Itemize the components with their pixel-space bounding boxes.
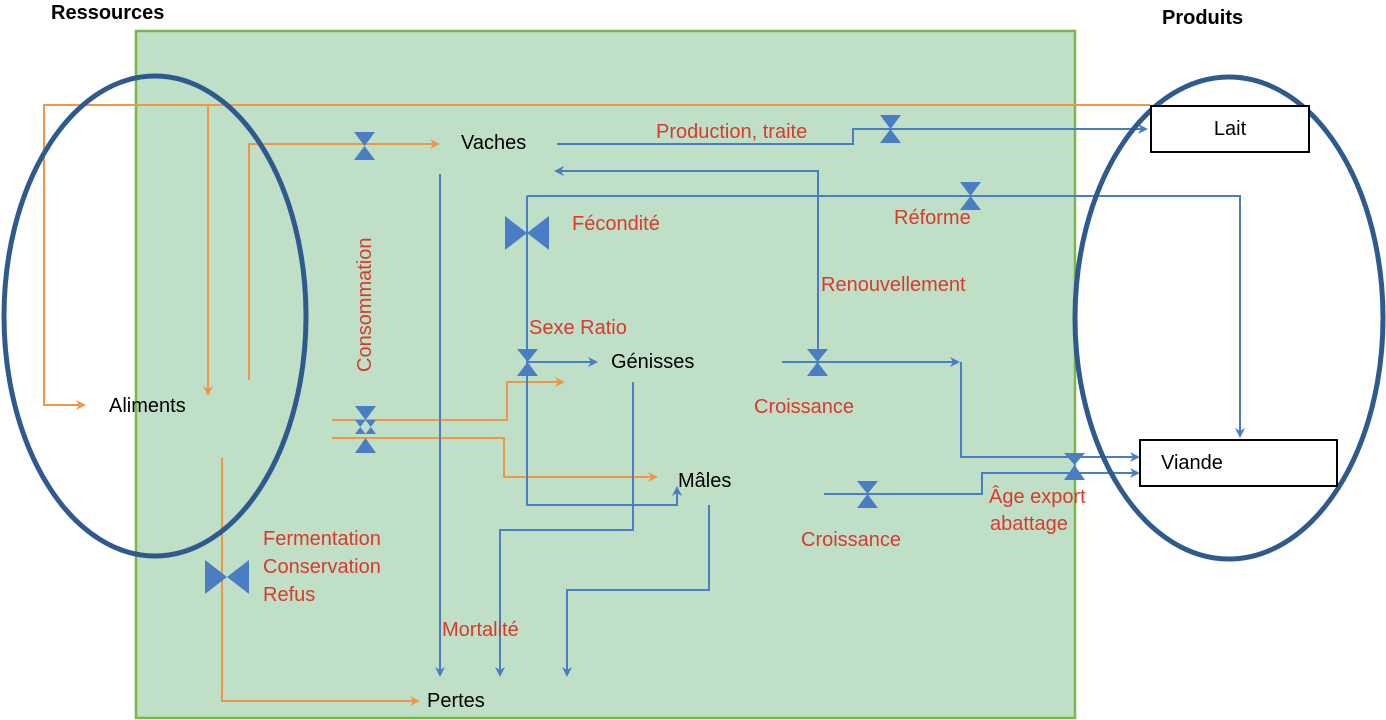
flow-renouvellement [554,166,819,356]
label-sexe-ratio: Sexe Ratio [529,317,627,339]
product-lait-label: Lait [1213,117,1247,140]
flow-aliments-to-pertes [221,458,420,706]
stock-males: Mâles [678,470,732,492]
label-age-export: Âge export [989,486,1086,508]
valve-consommation-icon [354,132,375,160]
product-viande-label: Viande [1161,451,1223,474]
valve-fermentation-icon [205,560,249,594]
flow-feed-genisses [332,377,565,421]
product-viande: Viande [1139,439,1338,487]
product-lait: Lait [1150,105,1310,153]
animal-flows [435,124,1245,677]
resource-flows [43,104,1150,706]
flow-products-to-aliments [43,104,1150,410]
valve-croissance-genisses-icon [807,349,828,376]
flow-aliments-to-vaches [248,139,440,380]
valve-age-export-icon [1064,453,1085,480]
flow-reforme [527,195,1245,438]
valve-feed-icon [355,406,376,453]
label-mortalite: Mortalité [442,619,519,641]
label-conservation: Conservation [263,556,381,578]
flow-vaches-to-lait [557,124,1148,145]
valve-croissance-males-icon [857,481,878,508]
label-croissance-genisses: Croissance [754,396,855,418]
flow-males-mortalite [562,505,710,677]
resources-header: Ressources [51,2,165,24]
label-croissance-males: Croissance [801,529,902,551]
products-ellipse [1072,74,1386,562]
system-boundary [134,29,1077,720]
label-fecondite: Fécondité [572,213,660,235]
stock-genisses: Génisses [611,351,695,373]
valves [205,115,1085,594]
stock-vaches: Vaches [461,132,527,154]
label-production: Production, traite [656,121,808,143]
label-refus: Refus [263,584,316,606]
label-consommation: Consommation [354,237,376,372]
stock-aliments: Aliments [109,395,186,417]
resources-ellipse [1,73,309,559]
valve-sexe-ratio-icon [517,349,538,376]
stock-pertes: Pertes [427,690,485,712]
label-reforme: Réforme [894,207,971,229]
valve-fecondite-icon [505,216,549,250]
valve-production-icon [880,115,901,143]
label-renouvellement: Renouvellement [821,274,966,296]
products-header: Produits [1162,7,1244,29]
flow-feed-males [332,437,658,482]
valve-reforme-icon [960,182,981,210]
flow-fecondite-to-males [526,362,682,506]
label-abattage: abattage [990,513,1068,535]
label-fermentation: Fermentation [263,528,381,550]
flow-males-croissance [824,468,1140,495]
flow-genisses-mortalite [495,382,634,677]
